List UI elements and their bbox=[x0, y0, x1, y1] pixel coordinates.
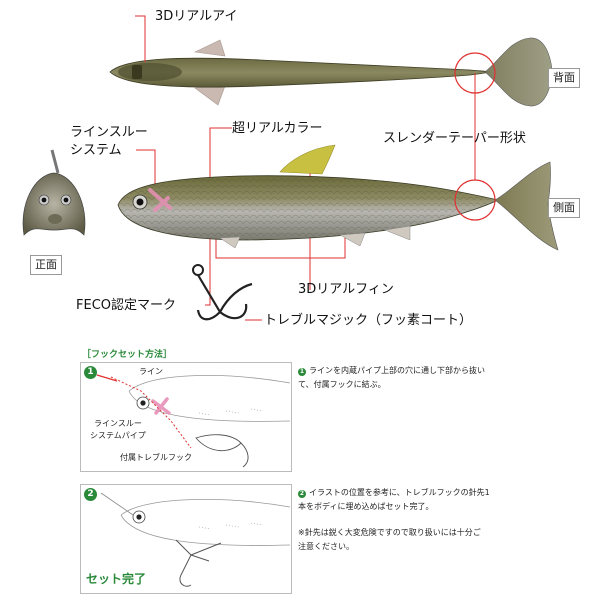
label-top-view: 背面 bbox=[548, 68, 580, 88]
label-3d-real-fin: 3Dリアルフィン bbox=[298, 282, 394, 297]
side-view-fish-illustration bbox=[117, 144, 559, 251]
step1-note-badge: 1 bbox=[298, 368, 306, 376]
step1-drawing bbox=[96, 374, 291, 468]
step1-line-label: ライン bbox=[139, 367, 163, 376]
label-slender-taper: スレンダーテーパー形状 bbox=[383, 131, 526, 146]
label-feco-mark: FECO認定マーク bbox=[76, 298, 177, 313]
treble-hook-illustration bbox=[192, 264, 253, 321]
hook-setup-title: ［フックセット方法］ bbox=[82, 350, 173, 360]
front-view-fish-illustration bbox=[22, 149, 86, 236]
step1-note-text-2: て、付属フックに結ぶ。 bbox=[298, 380, 386, 389]
step1-pipe-label-1: ラインスルー bbox=[94, 419, 142, 428]
label-treble-magic: トレブルマジック（フッ素コート） bbox=[264, 313, 473, 328]
step2-warning-2: 注意ください。 bbox=[298, 542, 354, 551]
step2-illustration-box bbox=[80, 484, 292, 594]
taper-highlight-circle-side bbox=[454, 179, 496, 221]
step1-illustration-box bbox=[80, 362, 292, 472]
step1-note-text-1: ラインを内蔵パイプ上部の穴に通し下部から抜い bbox=[309, 366, 485, 375]
step1-number-badge: 1 bbox=[84, 366, 97, 379]
step2-warning-1: ※針先は鋭く大変危険ですので取り扱いには十分ご bbox=[298, 528, 481, 537]
label-side-view: 側面 bbox=[548, 198, 580, 218]
step2-set-done-label: セット完了 bbox=[86, 572, 147, 586]
step1-pipe-label-2: システムパイプ bbox=[90, 431, 146, 440]
step2-note-text-2: 本をボディに埋め込めばセット完了。 bbox=[298, 502, 434, 511]
label-front-view: 正面 bbox=[30, 255, 62, 275]
step2-note-text-1: イラストの位置を参考に、トレブルフックの針先1 bbox=[309, 488, 490, 497]
label-line-through-1: ラインスルー bbox=[70, 125, 148, 140]
label-3d-real-eye: 3Dリアルアイ bbox=[155, 9, 238, 24]
step2-number-badge: 2 bbox=[84, 488, 97, 501]
step2-drawing bbox=[100, 492, 291, 587]
step2-note-badge: 2 bbox=[298, 490, 306, 498]
label-line-through-2: システム bbox=[70, 143, 122, 158]
step1-hook-label: 付属トレブルフック bbox=[120, 453, 192, 462]
top-view-fish-illustration bbox=[109, 37, 553, 107]
label-super-real-color: 超リアルカラー bbox=[232, 121, 323, 136]
